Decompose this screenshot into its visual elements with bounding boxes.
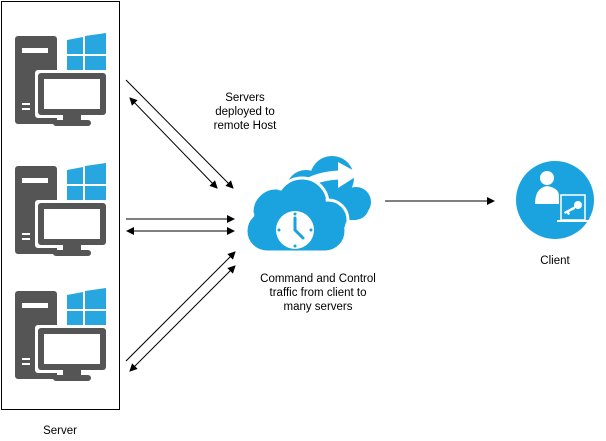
- annotation-servers-deployed: Servers deployed to remote Host: [190, 91, 300, 133]
- annotation-line: deployed to: [215, 106, 275, 118]
- windows-server-icon: [15, 163, 109, 256]
- user-key-laptop-icon: [516, 161, 594, 239]
- arrow-server3-to-cloud: [125, 251, 236, 362]
- annotation-line: Servers: [225, 92, 265, 104]
- server-group-box: [1, 1, 120, 410]
- arrow-cloud-to-server1: [129, 97, 218, 189]
- annotation-c2-traffic: Command and Control traffic from client …: [248, 272, 388, 314]
- annotation-line: many servers: [283, 301, 353, 313]
- windows-server-icon: [15, 288, 109, 381]
- arrow-cloud-to-server3: [129, 265, 236, 372]
- annotation-line: remote Host: [213, 120, 277, 132]
- cloud-clock-sync-icon: [244, 156, 371, 254]
- windows-server-icon: [15, 33, 109, 126]
- annotation-line: traffic from client to: [269, 287, 367, 299]
- server-group-label: Server: [43, 425, 77, 437]
- client-label: Client: [540, 255, 570, 267]
- annotation-line: Command and Control: [260, 273, 376, 285]
